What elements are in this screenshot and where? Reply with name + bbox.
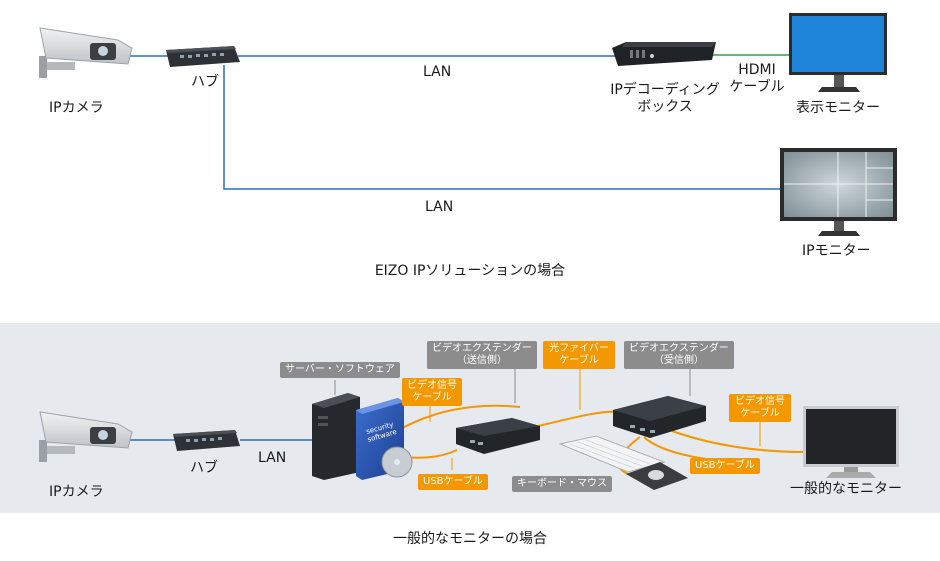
extender-sender-tag-line2: （送信側） [456,355,507,366]
video-cable-tag-left-line1: ビデオ信号 [407,380,457,391]
usb-cable-tag-left: USBケーブル [418,474,488,490]
hdmi-cable-label: HDMI ケーブル [722,62,792,96]
video-cable-tag-right-line1: ビデオ信号 [735,396,785,407]
server-tower-icon [312,393,360,480]
bottom-caption: 一般的なモニターの場合 [393,531,547,547]
hub-top-icon [166,46,240,67]
video-cable-tag-right: ビデオ信号 ケーブル [729,394,791,422]
lan-cable-lines-top [128,55,780,190]
keyboard-icon [558,435,666,473]
extender-sender-tag-line1: ビデオエクステンダー [432,343,532,354]
hub-label-bottom: ハブ [190,460,218,476]
keyboard-mouse-tag: キーボード・マウス [512,476,612,492]
video-cable-tag-right-line2: ケーブル [740,408,780,419]
ip-camera-label-bottom: IPカメラ [49,484,104,500]
ip-camera-top-icon [39,27,133,78]
mouse-icon [626,462,688,490]
video-extender-receiver-icon [613,396,706,438]
decoder-label: IPデコーディング ボックス [600,82,730,116]
video-extender-sender-icon [456,418,540,454]
extender-receiver-tag: ビデオエクステンダー （受信側） [624,341,734,369]
display-monitor-icon [789,13,887,92]
video-cable-tag-left: ビデオ信号 ケーブル [402,378,462,406]
display-monitor-label: 表示モニター [796,100,880,116]
lan-label-upper: LAN [423,64,452,80]
fiber-cable-tag: 光ファイバー ケーブル [543,341,615,369]
decoder-label-line2: ボックス [637,99,693,115]
top-caption: EIZO IPソリューションの場合 [374,263,566,279]
tag-pointers [334,368,691,403]
ip-decoding-box-icon [612,42,716,66]
hdmi-label-line1: HDMI [738,62,776,78]
usb-cable-tag-right: USBケーブル [690,458,760,474]
lan-label-bottom: LAN [258,450,287,466]
extender-receiver-tag-line1: ビデオエクステンダー [629,343,729,354]
hub-bottom-icon [173,430,240,451]
hdmi-label-line2: ケーブル [729,79,785,95]
lan-label-lower: LAN [425,199,454,215]
ip-camera-bottom-icon [39,411,133,462]
general-monitor-label: 一般的なモニター [790,481,902,497]
fiber-cable-tag-line2: ケーブル [559,355,599,366]
ip-camera-label-top: IPカメラ [49,100,104,116]
extender-receiver-tag-line2: （受信側） [653,355,704,366]
hub-label-top: ハブ [191,74,219,90]
extender-sender-tag: ビデオエクステンダー （送信側） [427,341,537,369]
server-software-tag: サーバー・ソフトウェア [280,362,400,378]
general-monitor-icon [803,406,899,478]
decoder-label-line1: IPデコーディング [610,82,720,98]
fiber-cable-tag-line1: 光ファイバー [549,343,609,354]
video-cable-tag-left-line2: ケーブル [412,392,452,403]
ip-monitor-label: IPモニター [802,243,871,259]
security-software-box-icon [356,398,413,480]
ip-monitor-icon [780,148,897,236]
